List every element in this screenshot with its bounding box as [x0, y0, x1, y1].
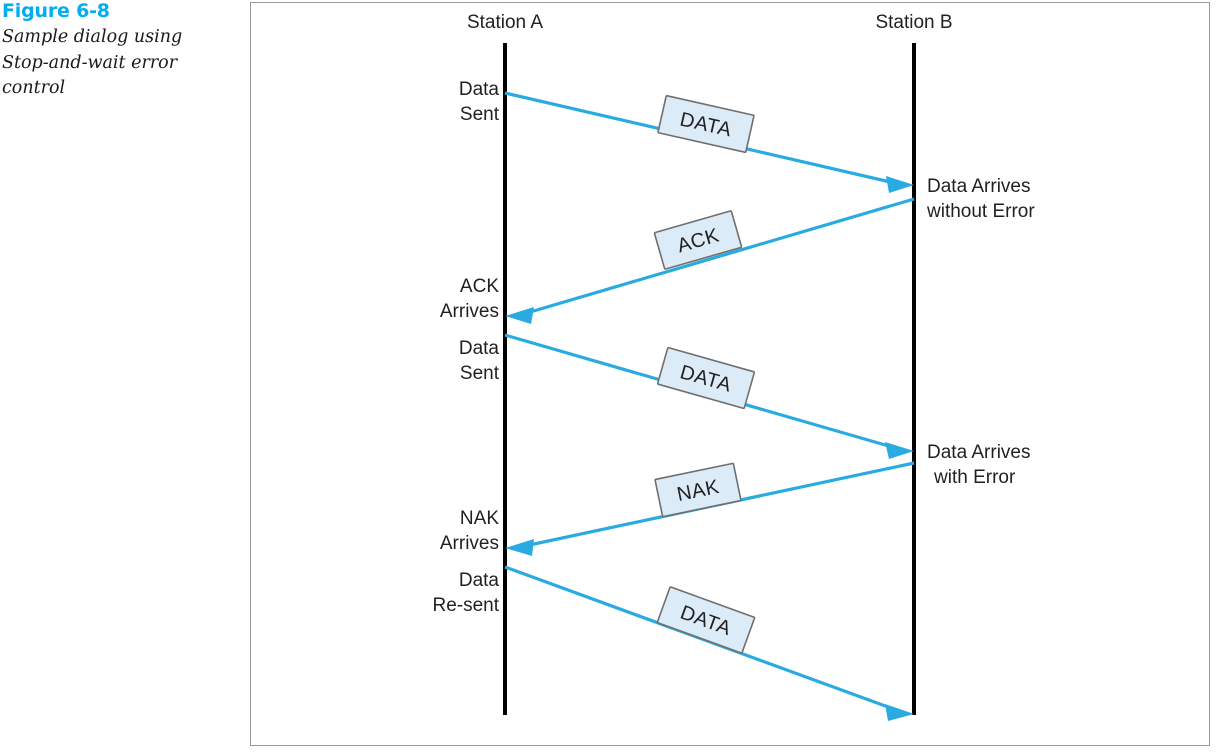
arrow-head-icon	[885, 704, 914, 721]
event-label-line-2: Arrives	[440, 301, 499, 322]
event-label-line-2: Sent	[460, 104, 500, 125]
message-label-data-3: DATA	[656, 586, 756, 654]
figure-title-line-2: Stop-and-wait error	[2, 52, 178, 73]
event-label-line-2: Arrives	[440, 533, 499, 554]
event-label-line-2: without Error	[926, 201, 1035, 222]
message-label-data-1: DATA	[657, 94, 755, 154]
event-label-line-2: with Error	[933, 467, 1016, 488]
event-label-line-1: NAK	[460, 508, 499, 529]
event-label-nak-arrives: NAK Arrives	[440, 508, 499, 554]
event-label-data-sent-2: Data Sent	[459, 338, 500, 384]
arrow-head-icon	[505, 307, 534, 324]
event-label-line-1: Data	[459, 338, 500, 359]
station-titles: Station A Station B	[467, 12, 953, 33]
sequence-diagram: Station A Station B	[432, 12, 1035, 721]
message-label-ack: ACK	[653, 210, 743, 270]
message-arrow-data-3	[504, 565, 914, 721]
figure-number: Figure 6-8	[2, 0, 110, 22]
arrow-head-icon	[885, 442, 914, 459]
event-label-data-arrives-without-error: Data Arrives without Error	[926, 176, 1035, 222]
event-label-ack-arrives: ACK Arrives	[440, 276, 499, 322]
event-label-data-arrives-with-error: Data Arrives with Error	[927, 442, 1030, 488]
event-label-line-1: Data Arrives	[927, 176, 1030, 197]
figure-title-line-3: control	[2, 78, 66, 98]
event-label-line-2: Sent	[460, 363, 500, 384]
station-a-label: Station A	[467, 12, 543, 33]
event-label-data-sent-1: Data Sent	[459, 79, 500, 125]
arrow-head-icon	[505, 539, 534, 556]
message-arrow-ack	[505, 197, 915, 324]
figure-title: Sample dialog using Stop-and-wait error …	[2, 25, 237, 102]
figure-title-line-1: Sample dialog using	[2, 27, 183, 47]
event-label-data-resent: Data Re-sent	[432, 570, 499, 616]
event-label-line-1: Data Arrives	[927, 442, 1030, 463]
event-label-line-2: Re-sent	[432, 595, 499, 616]
message-label-data-2: DATA	[656, 346, 756, 410]
event-label-line-1: ACK	[460, 276, 499, 297]
figure-caption-block: Figure 6-8 Sample dialog using Stop-and-…	[2, 0, 237, 102]
diagram-frame: Station A Station B	[250, 2, 1210, 746]
event-label-line-1: Data	[459, 79, 500, 100]
arrow-head-icon	[886, 176, 914, 193]
message-label-nak: NAK	[654, 462, 742, 518]
station-b-label: Station B	[875, 12, 952, 33]
event-label-line-1: Data	[459, 570, 500, 591]
